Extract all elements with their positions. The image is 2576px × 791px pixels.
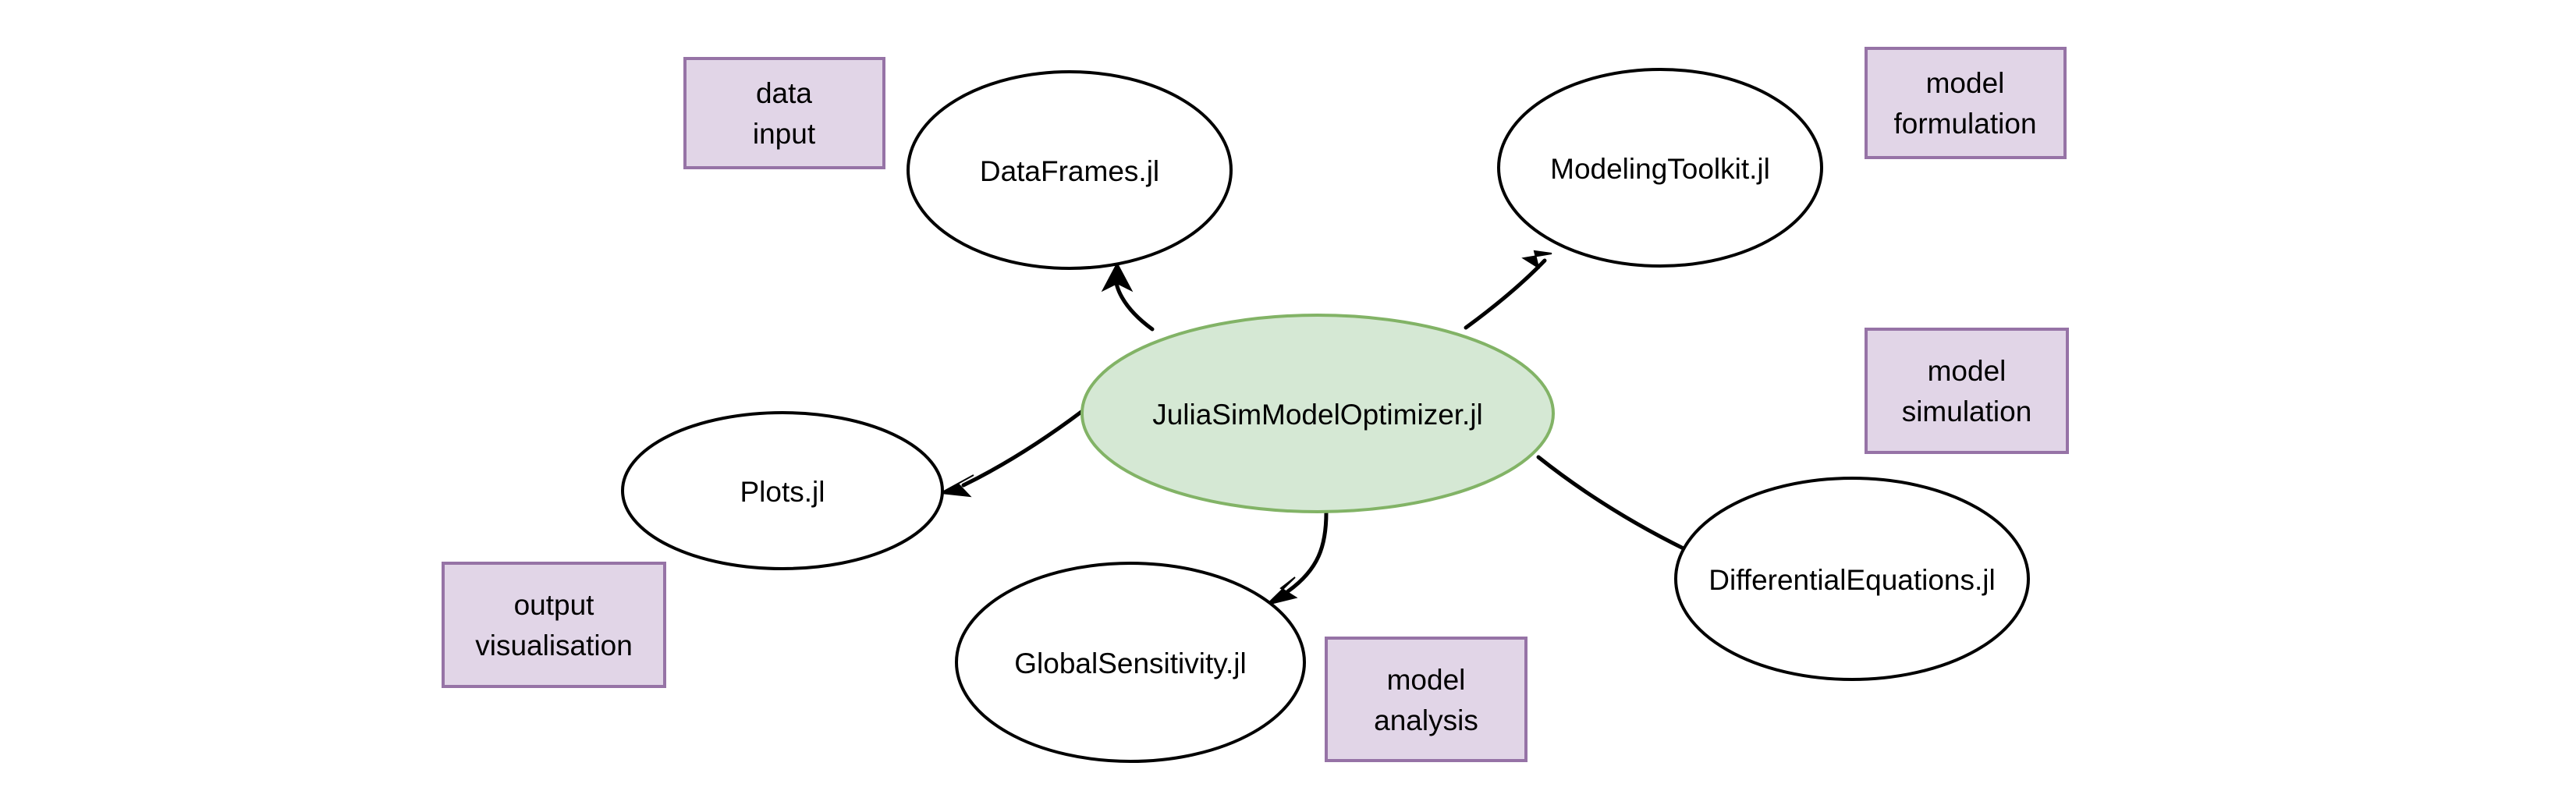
node-differentialequations-shape[interactable] (1674, 477, 2030, 681)
annotation-model-simulation-shape[interactable] (1865, 328, 2069, 454)
node-plots-shape[interactable] (621, 411, 944, 570)
annotation-model-analysis-shape[interactable] (1325, 637, 1528, 762)
edge-to-plots-line (961, 410, 1084, 488)
node-modelingtoolkit-shape[interactable] (1497, 68, 1823, 268)
annotation-model-formulation-shape[interactable] (1865, 47, 2067, 159)
annotation-output-visualisation[interactable]: output visualisation (442, 562, 666, 688)
edge-to-plots (938, 410, 1084, 498)
edge-to-modelingtoolkit (1464, 250, 1552, 330)
node-globalsensitivity[interactable]: GlobalSensitivity.jl (955, 562, 1306, 763)
annotation-model-formulation[interactable]: model formulation (1865, 47, 2067, 159)
node-juliasimmodeloptimizer-label: JuliaSimModelOptimizer.jl (1152, 399, 1483, 431)
node-globalsensitivity-shape[interactable] (955, 562, 1306, 763)
edge-to-globalsensitivity (1264, 510, 1329, 606)
annotation-output-visualisation-line-2: visualisation (475, 630, 633, 662)
annotation-model-analysis-line-2: analysis (1374, 704, 1478, 736)
annotation-model-simulation-line-2: simulation (1902, 396, 2032, 427)
edge-to-globalsensitivity-arrowhead (1264, 576, 1298, 606)
annotation-model-formulation-line-2: formulation (1893, 108, 2036, 140)
annotation-data-input-line-2: input (753, 118, 816, 150)
node-globalsensitivity-label: GlobalSensitivity.jl (1014, 647, 1246, 679)
annotation-model-formulation-line-1: model (1926, 67, 2005, 99)
edge-to-plots-arrowhead (938, 474, 974, 498)
annotation-model-analysis-line-1: model (1387, 664, 1466, 696)
edge-to-modelingtoolkit-arrowhead (1521, 250, 1552, 270)
annotation-output-visualisation-shape[interactable] (442, 562, 666, 688)
edge-to-modelingtoolkit-line (1464, 258, 1547, 330)
annotation-model-simulation[interactable]: model simulation (1865, 328, 2069, 454)
node-plots-label: Plots.jl (740, 476, 825, 508)
node-plots[interactable]: Plots.jl (621, 411, 944, 570)
node-juliasimmodeloptimizer-shape[interactable] (1080, 314, 1555, 513)
annotation-data-input[interactable]: data input (683, 57, 885, 169)
annotation-output-visualisation-line-1: output (514, 589, 595, 621)
edge-to-globalsensitivity-line (1286, 510, 1329, 594)
node-modelingtoolkit[interactable]: ModelingToolkit.jl (1497, 68, 1823, 268)
node-dataframes-shape[interactable] (907, 70, 1233, 270)
edge-to-differentialequations-line (1536, 455, 1694, 555)
edge-to-dataframes (1101, 261, 1155, 332)
node-dataframes[interactable]: DataFrames.jl (907, 70, 1233, 270)
node-differentialequations-label: DifferentialEquations.jl (1708, 564, 1995, 596)
edge-to-dataframes-arrowhead (1101, 261, 1134, 293)
node-juliasimmodeloptimizer[interactable]: JuliaSimModelOptimizer.jl (1080, 314, 1555, 513)
node-modelingtoolkit-label: ModelingToolkit.jl (1550, 153, 1770, 185)
node-differentialequations[interactable]: DifferentialEquations.jl (1674, 477, 2030, 681)
node-dataframes-label: DataFrames.jl (980, 155, 1159, 187)
annotation-model-simulation-line-1: model (1928, 355, 2007, 387)
annotation-data-input-shape[interactable] (683, 57, 885, 169)
annotation-data-input-line-1: data (756, 77, 812, 109)
annotation-model-analysis[interactable]: model analysis (1325, 637, 1528, 762)
